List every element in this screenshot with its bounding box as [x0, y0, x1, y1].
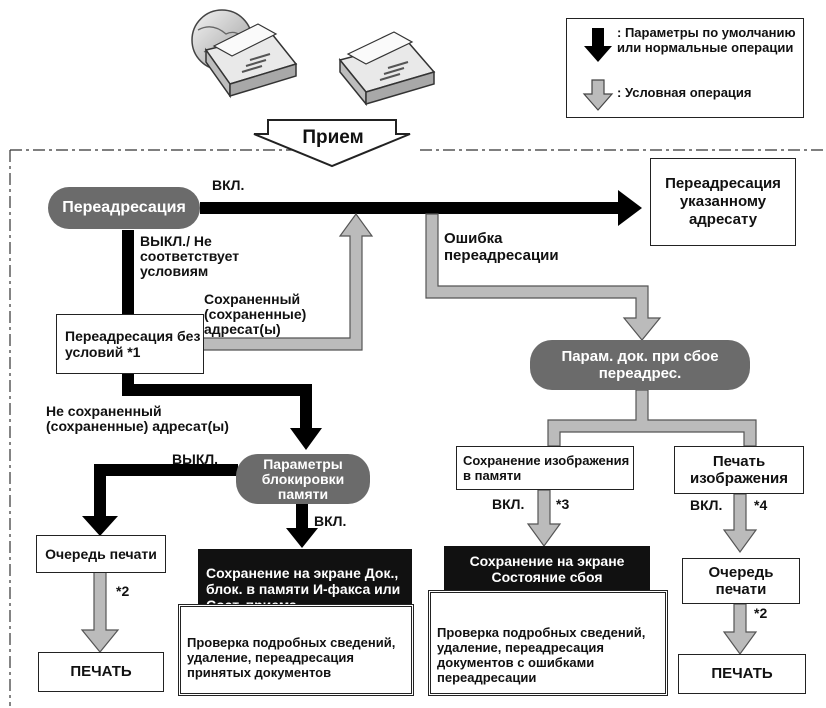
legend-box: : Параметры по умолчанию или нормальные … — [566, 18, 804, 118]
arrow-not-saved — [122, 372, 322, 450]
arrow-off-down — [122, 230, 134, 314]
arrow-queue-print-left — [80, 571, 120, 653]
error-settings-node: Парам. док. при сбое переадрес. — [530, 340, 750, 390]
print-queue-left-box: Очередь печати — [36, 535, 166, 573]
dashed-frame — [9, 149, 826, 706]
arrow-queue-print-right — [722, 603, 758, 656]
label-not-saved: Не сохраненный (сохраненные) адресат(ы) — [46, 403, 229, 434]
print-queue-right-box: Очередь печати — [682, 558, 800, 604]
label-save-on: ВКЛ. — [492, 496, 525, 512]
label-saved-address: Сохраненный (сохраненные) адресат(ы) — [204, 291, 307, 337]
legend-conditional-label: : Условная операция — [617, 85, 752, 100]
legend-conditional-arrow — [582, 79, 614, 111]
arrow-saved-address — [199, 212, 374, 351]
forwarding-node: Переадресация — [48, 187, 200, 229]
arrow-forward-on — [200, 190, 642, 226]
label-note3: *3 — [556, 496, 570, 512]
arrow-lock-off — [82, 464, 238, 536]
print-left-box: ПЕЧАТЬ — [38, 652, 164, 692]
arrow-split — [547, 389, 757, 447]
label-lock-on: ВКЛ. — [314, 513, 347, 529]
forward-to-address-box: Переадресация указанному адресату — [650, 158, 796, 246]
reception-arrow-shape — [253, 119, 411, 168]
arrow-print-on — [722, 493, 758, 554]
arrow-forward-error — [425, 213, 662, 341]
fax-machine-icon — [338, 31, 436, 107]
label-forward-error: Ошибка переадресации — [444, 230, 559, 264]
label-print-on: ВКЛ. — [690, 497, 723, 513]
label-note2-left: *2 — [116, 583, 130, 599]
save-image-box: Сохранение изображения в памяти — [456, 446, 634, 490]
arrow-lock-on — [286, 500, 318, 548]
legend-default-arrow — [584, 28, 612, 62]
print-right-box: ПЕЧАТЬ — [678, 654, 806, 694]
reception-label: Прием — [302, 127, 364, 148]
unconditional-forwarding-box: Переадресация без условий *1 — [56, 314, 204, 374]
print-image-box: Печать изображения — [674, 446, 804, 494]
detail-left-box: Проверка подробных сведений, удаление, п… — [178, 604, 414, 696]
arrow-save-on — [526, 489, 562, 548]
label-off-not-match: ВЫКЛ./ Не соответствует условиям — [140, 233, 240, 279]
fax-machine-network-icon — [191, 9, 298, 99]
label-lock-off: ВЫКЛ. — [172, 451, 219, 467]
label-on-forward: ВКЛ. — [212, 177, 245, 193]
label-note4: *4 — [754, 497, 768, 513]
detail-right-box: Проверка подробных сведений, удаление, п… — [428, 590, 668, 696]
memory-lock-node: Параметры блокировки памяти — [236, 454, 370, 504]
label-note2-right: *2 — [754, 605, 768, 621]
legend-default-label: : Параметры по умолчанию или нормальные … — [617, 25, 796, 55]
